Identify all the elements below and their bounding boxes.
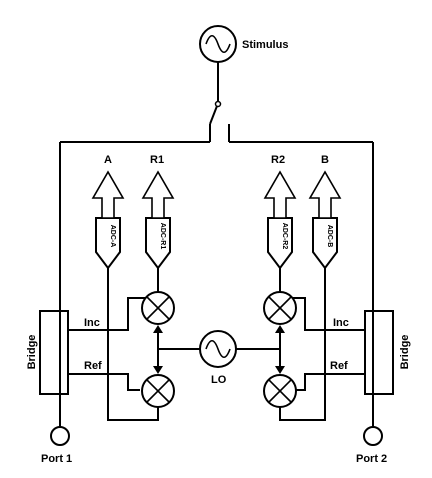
adc-a-label: ADC-A — [109, 225, 116, 248]
ref-left-label: Ref — [84, 360, 102, 372]
inc-left-label: Inc — [84, 317, 100, 329]
adc-a-block: ADC-A — [95, 217, 121, 270]
output-a-label: A — [104, 154, 112, 166]
port2-label: Port 2 — [356, 453, 387, 465]
stimulus-source — [199, 25, 237, 63]
port1-label: Port 1 — [41, 453, 72, 465]
output-b-label: B — [321, 154, 329, 166]
ref-right-label: Ref — [330, 360, 348, 372]
switch-pivot — [214, 100, 222, 108]
output-arrow-r1 — [141, 170, 175, 219]
adc-r1-block: ADC-R1 — [145, 217, 171, 270]
bridge-right-label: Bridge — [399, 335, 411, 370]
adc-b-block: ADC-B — [312, 217, 338, 270]
lo-label: LO — [211, 374, 227, 386]
output-r1-label: R1 — [150, 154, 164, 166]
adc-r1-label: ADC-R1 — [159, 223, 166, 250]
adc-r2-label: ADC-R2 — [281, 223, 288, 250]
right-bridge — [364, 310, 394, 395]
mixer-r2 — [263, 291, 297, 325]
inc-right-label: Inc — [333, 317, 349, 329]
adc-b-label: ADC-B — [326, 225, 333, 248]
left-bridge — [39, 310, 69, 395]
port1-connector — [50, 426, 70, 446]
output-r2-label: R2 — [271, 154, 285, 166]
mixer-r1 — [141, 291, 175, 325]
mixer-a — [141, 374, 175, 408]
stimulus-label: Stimulus — [242, 39, 288, 51]
output-arrow-b — [308, 170, 342, 219]
adc-r2-block: ADC-R2 — [267, 217, 293, 270]
output-arrow-r2 — [263, 170, 297, 219]
port2-connector — [363, 426, 383, 446]
output-arrow-a — [91, 170, 125, 219]
lo-source — [199, 330, 237, 368]
switch-blade — [209, 105, 218, 125]
bridge-left-label: Bridge — [26, 335, 38, 370]
mixer-b — [263, 374, 297, 408]
